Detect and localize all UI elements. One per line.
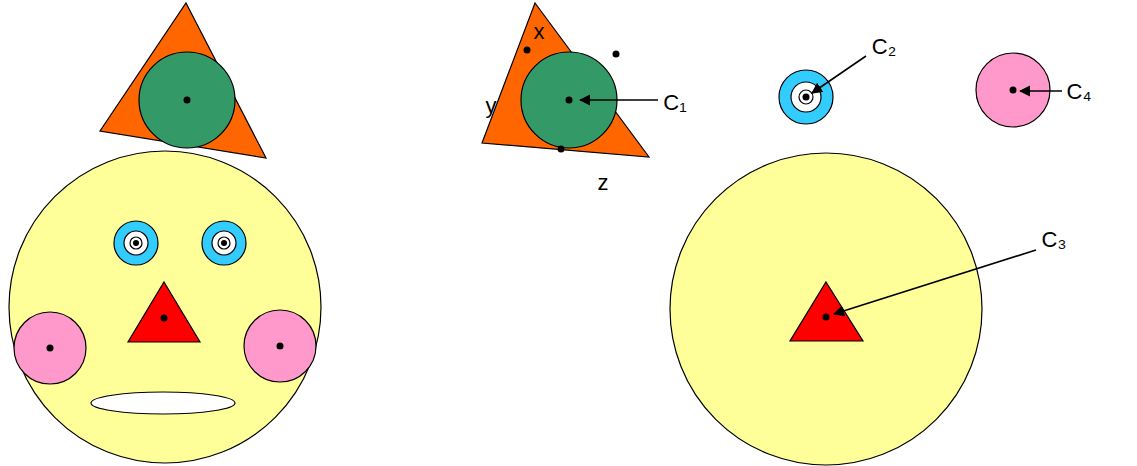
cheek-circle [14,312,86,384]
tangent-point [613,51,620,58]
center-dot [823,314,830,321]
hat-triangle [482,3,649,157]
mouth-ellipse [91,392,235,414]
cheek-circle [244,310,316,382]
eye [779,70,833,124]
callout-label: C₁ [663,92,686,114]
center-dot [47,345,54,352]
leader-arrow [1020,90,1062,92]
face-circle [670,153,982,465]
leader-arrow [834,250,1036,314]
eye [202,221,246,265]
callout-label: C₃ [1042,229,1067,251]
nose-triangle [128,282,200,342]
side-label: z [598,172,609,194]
center-dot [1010,87,1017,94]
decomposed-parts [482,3,1062,465]
tangent-point [524,47,531,54]
center-dot [161,315,168,322]
hat-circle [139,52,235,148]
side-label: x [534,21,545,43]
leader-arrow [812,56,866,93]
callout-label: C₂ [872,36,896,58]
nose-triangle [790,282,863,341]
callout-label: C₄ [1067,81,1092,103]
hat-triangle [100,3,266,158]
tangent-point [558,146,565,153]
center-dot [277,343,284,350]
face-circle [9,151,321,463]
assembled-clown [9,3,321,463]
leader-arrow [580,99,658,101]
cheek-circle [976,53,1050,127]
center-dot [566,97,573,104]
eye [114,221,158,265]
side-label: y [486,95,497,117]
center-dot [184,97,191,104]
